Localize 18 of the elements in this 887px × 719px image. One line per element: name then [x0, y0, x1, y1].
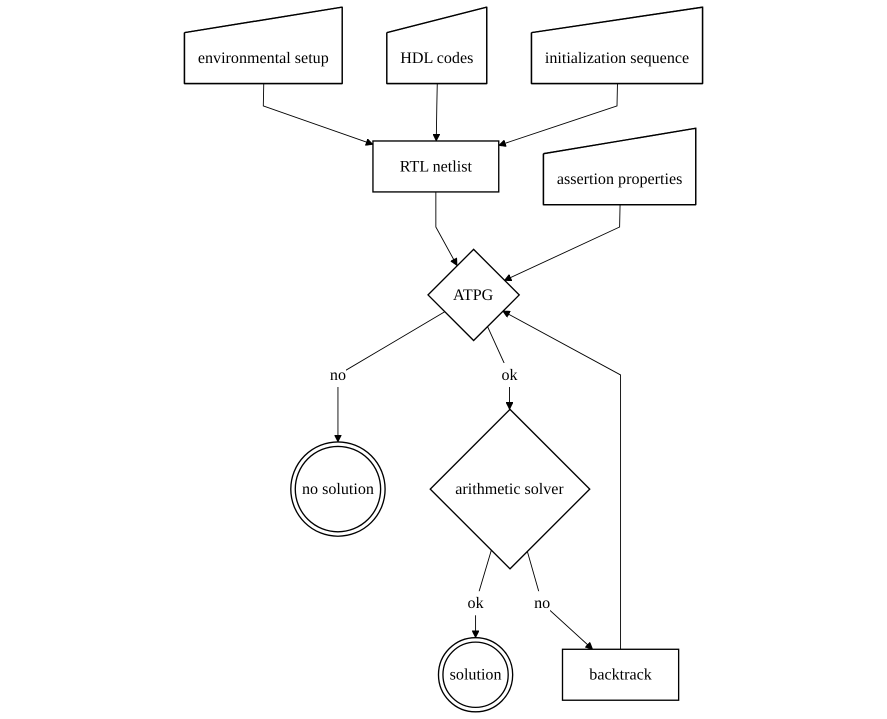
arrow — [526, 550, 593, 650]
edge-label: no — [534, 594, 550, 612]
edge-label: ok — [468, 594, 484, 612]
node-box: backtrack — [562, 648, 680, 701]
edge-label: ok — [501, 366, 518, 384]
node-diamond: arithmetic solver — [429, 408, 591, 570]
node-circle: solution — [438, 636, 514, 713]
node-diamond: ATPG — [427, 248, 520, 342]
arrow — [435, 191, 458, 266]
arrow — [502, 310, 622, 650]
edge-label: no — [330, 366, 346, 384]
arrow — [262, 84, 374, 146]
arrow — [498, 84, 618, 147]
arrow — [334, 311, 445, 442]
node-box: RTL netlist — [372, 140, 500, 193]
arrow — [504, 204, 620, 282]
node-circle: no solution — [290, 441, 386, 537]
arrow — [432, 84, 440, 142]
